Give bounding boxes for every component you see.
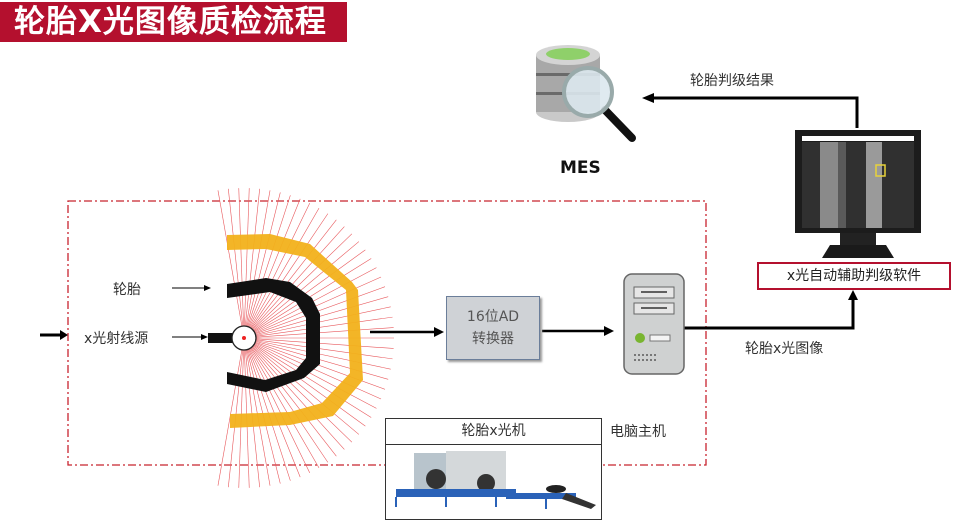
ad-converter-line2: 转换器 bbox=[472, 331, 514, 347]
xray-beam bbox=[243, 233, 353, 339]
xray-beam bbox=[243, 337, 311, 473]
detector-to-ad-arrow bbox=[370, 327, 444, 337]
xray-beam bbox=[243, 207, 320, 339]
xray-beam bbox=[243, 192, 281, 339]
software-label-box: x光自动辅助判级软件 bbox=[757, 262, 951, 290]
xray-source-label: x光射线源 bbox=[84, 331, 149, 347]
xray-beam bbox=[228, 188, 245, 339]
xray-beam bbox=[243, 195, 291, 339]
xray-beam bbox=[228, 337, 245, 488]
xray-beam bbox=[217, 190, 245, 339]
image-arrow-label: 轮胎x光图像 bbox=[745, 341, 824, 357]
ad-converter-line1: 16位AD bbox=[466, 309, 520, 325]
xray-beam bbox=[243, 337, 301, 478]
xray-beam bbox=[243, 198, 301, 339]
xray-beam bbox=[243, 337, 271, 486]
xray-beam bbox=[238, 337, 245, 488]
result-arrow-label: 轮胎判级结果 bbox=[690, 73, 774, 89]
source-pointer-arrow bbox=[172, 334, 208, 340]
xray-beam bbox=[243, 190, 271, 339]
xray-machine-panel: 轮胎x光机 bbox=[385, 418, 602, 520]
xray-beam bbox=[243, 337, 345, 450]
xray-beam bbox=[243, 337, 320, 469]
xray-beam bbox=[243, 219, 337, 339]
database-search-icon bbox=[536, 45, 636, 142]
xray-beam bbox=[243, 337, 250, 488]
page-title: 轮胎X光图像质检流程 bbox=[0, 2, 347, 42]
ad-to-computer-arrow bbox=[542, 326, 614, 336]
xray-machine-icon bbox=[395, 451, 596, 509]
computer-label: 电脑主机 bbox=[610, 424, 666, 440]
xray-source-body bbox=[208, 333, 234, 343]
computer-to-software-arrow bbox=[684, 290, 858, 330]
xray-beam bbox=[243, 337, 281, 484]
tire-cross-section bbox=[227, 278, 320, 392]
mes-label: MES bbox=[560, 158, 601, 178]
xray-beam bbox=[243, 241, 360, 339]
monitor-icon bbox=[795, 130, 921, 258]
tire-label: 轮胎 bbox=[113, 282, 141, 298]
computer-tower-icon bbox=[623, 273, 685, 375]
xray-beam bbox=[243, 337, 366, 427]
xray-beam bbox=[217, 337, 245, 486]
xray-beam bbox=[243, 337, 260, 488]
xray-beam bbox=[243, 337, 377, 409]
xray-beam bbox=[243, 188, 260, 339]
xray-beam bbox=[243, 226, 345, 339]
xray-beam bbox=[238, 188, 245, 339]
xray-beam bbox=[243, 337, 329, 463]
xray-beam bbox=[243, 337, 291, 481]
xray-beam bbox=[243, 188, 250, 339]
xray-beam bbox=[243, 337, 337, 457]
xray-beam bbox=[243, 213, 329, 339]
xray-machine-label: 轮胎x光机 bbox=[386, 419, 601, 445]
ad-converter-box: 16位AD 转换器 bbox=[446, 296, 540, 360]
xray-beam bbox=[243, 337, 360, 435]
xray-beam bbox=[243, 337, 372, 418]
xray-beams bbox=[217, 188, 394, 488]
software-to-mes-arrow bbox=[642, 93, 859, 128]
tire-pointer-arrow bbox=[172, 285, 211, 291]
xray-beam bbox=[243, 203, 311, 339]
xray-beam bbox=[243, 337, 353, 443]
input-arrow bbox=[40, 330, 68, 340]
